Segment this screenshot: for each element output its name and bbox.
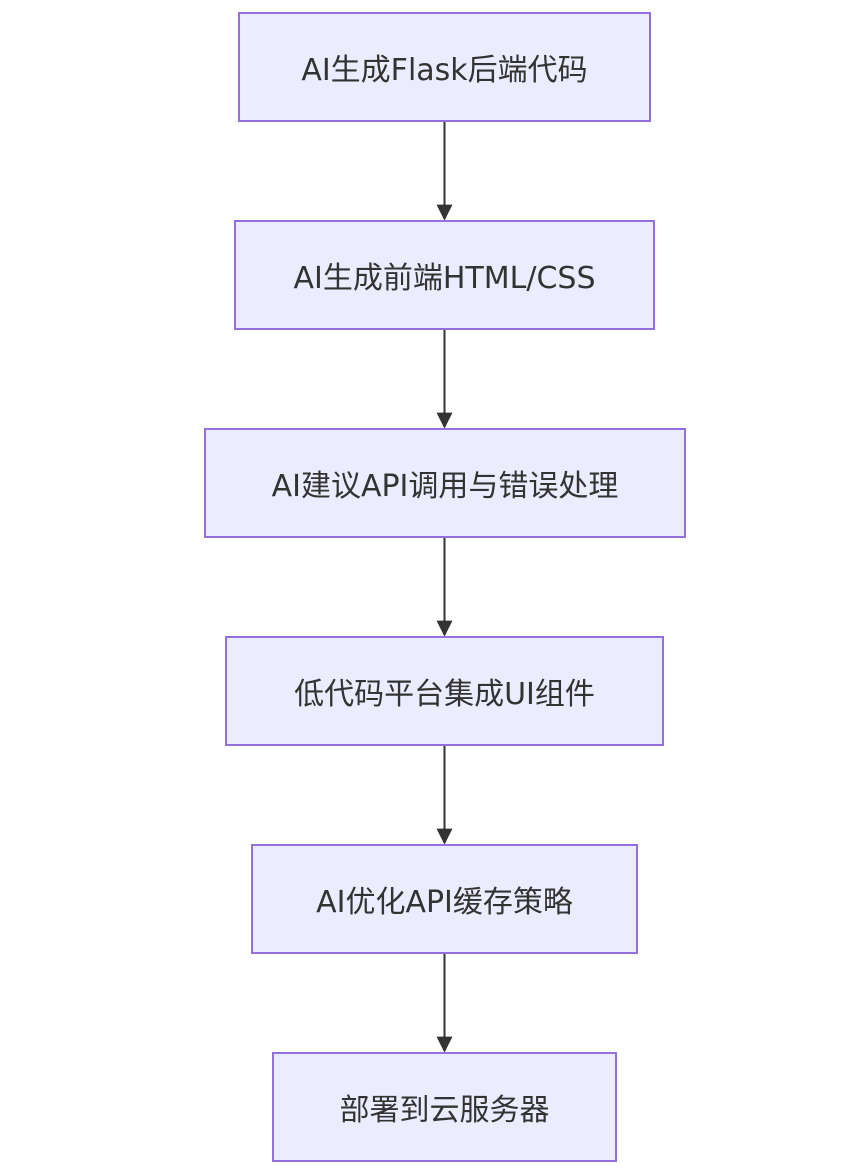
node-label: AI优化API缓存策略 [316,885,573,920]
node-label: AI生成前端HTML/CSS [293,261,596,296]
node-label: AI生成Flask后端代码 [301,53,588,88]
node-label: 部署到云服务器 [339,1093,550,1128]
node-deploy-cloud-server: 部署到云服务器 [272,1052,617,1162]
node-generate-frontend-html-css: AI生成前端HTML/CSS [234,220,655,330]
node-label: 低代码平台集成UI组件 [294,677,595,712]
node-generate-flask-backend: AI生成Flask后端代码 [238,12,651,122]
node-optimize-api-cache: AI优化API缓存策略 [251,844,638,954]
node-lowcode-ui-integration: 低代码平台集成UI组件 [225,636,664,746]
node-api-call-error-handling: AI建议API调用与错误处理 [204,428,686,538]
node-label: AI建议API调用与错误处理 [271,469,619,504]
